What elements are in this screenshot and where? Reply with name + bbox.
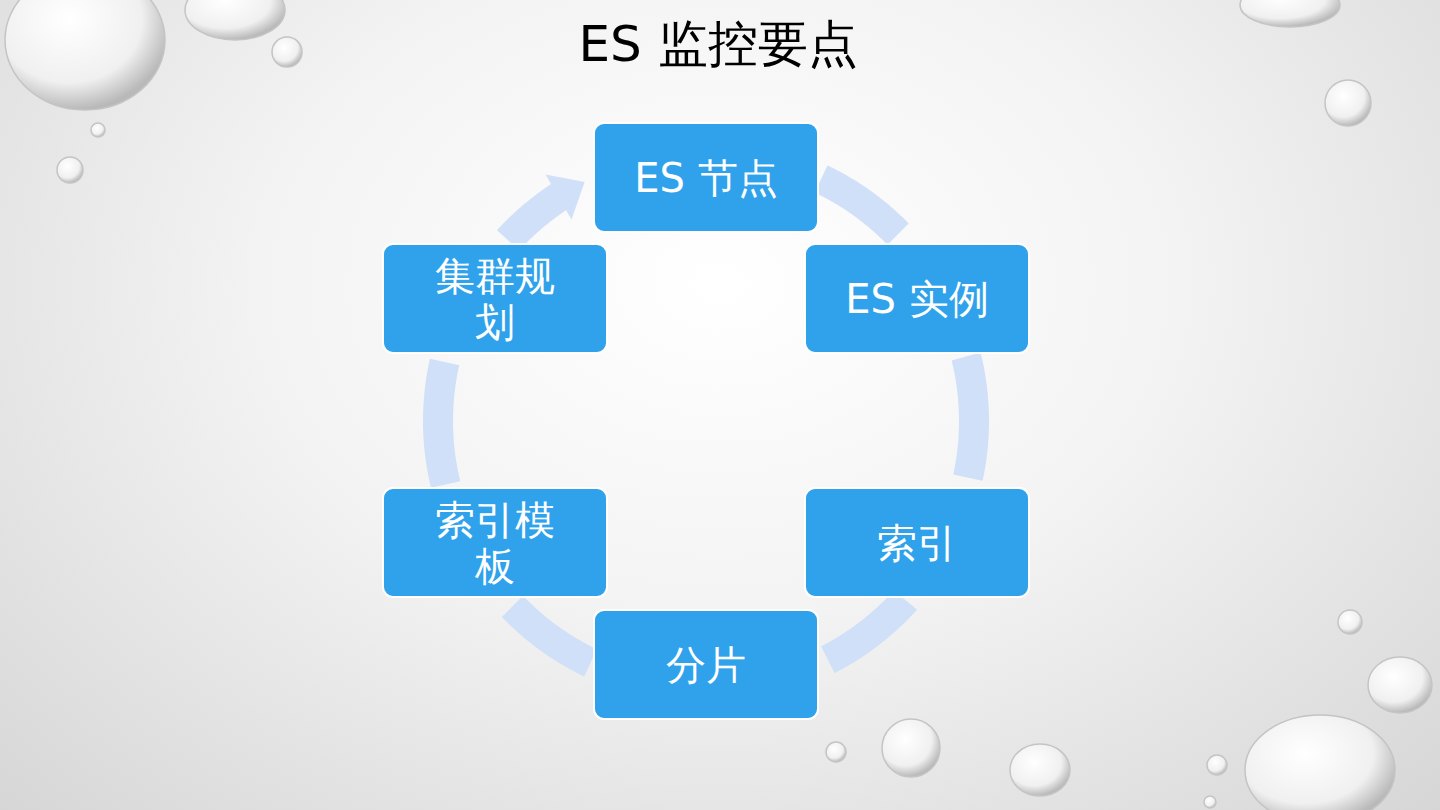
box-label: ES 节点	[634, 155, 777, 201]
cycle-box: 集群规划	[382, 243, 608, 354]
cycle-box: ES 节点	[593, 122, 819, 233]
slide-title: ES 监控要点	[0, 14, 1436, 74]
cycle-arc	[438, 362, 446, 485]
arc-line	[438, 362, 446, 485]
arc-line	[512, 606, 590, 663]
box-label: 集群规划	[420, 253, 570, 345]
cycle-box: 索引	[804, 487, 1030, 598]
cycle-arc	[512, 606, 590, 663]
box-label: 分片	[666, 642, 746, 688]
arc-line	[821, 179, 898, 234]
arc-line	[508, 195, 561, 240]
box-label: ES 实例	[845, 276, 988, 322]
cycle-arc	[821, 179, 898, 234]
cycle-box: 分片	[593, 609, 819, 720]
cycle-box: ES 实例	[804, 243, 1030, 354]
arrow-head	[546, 174, 585, 219]
box-label: 索引	[877, 520, 957, 566]
cycle-box: 索引模板	[382, 487, 608, 598]
box-label: 索引模板	[420, 497, 570, 589]
cycle-arc	[966, 357, 974, 478]
arc-line	[966, 357, 974, 478]
arc-line	[828, 600, 906, 660]
cycle-arc	[508, 174, 584, 240]
cycle-arc	[828, 600, 906, 660]
